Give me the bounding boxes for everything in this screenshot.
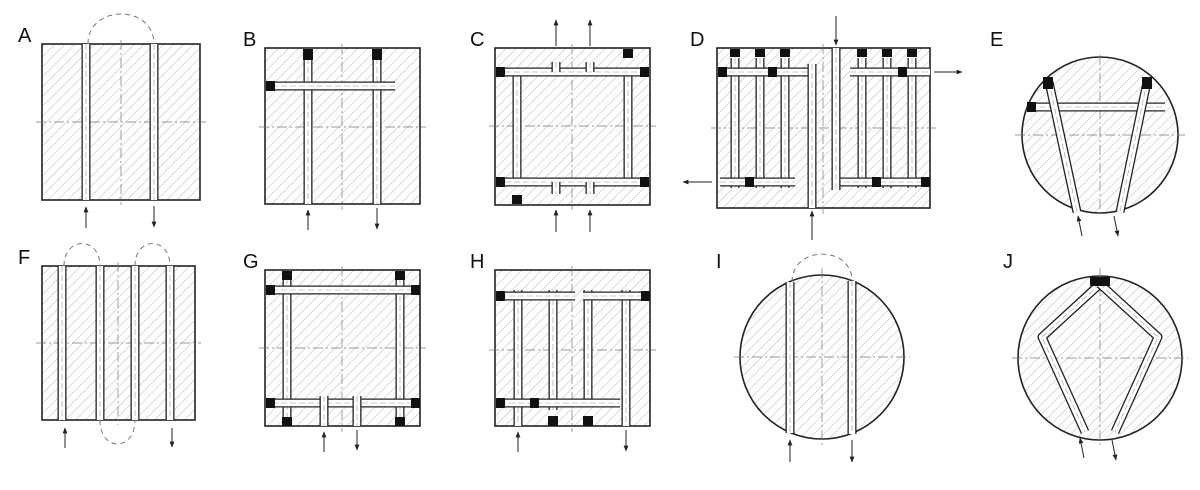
plug	[303, 49, 313, 60]
flow-arrow	[1076, 215, 1083, 237]
plug	[530, 398, 539, 408]
panel-label-d: D	[690, 29, 704, 51]
plug	[395, 417, 405, 426]
panel-label-j: J	[1003, 251, 1013, 273]
plug	[282, 271, 292, 280]
plug	[745, 177, 754, 187]
plug	[395, 271, 405, 280]
panel-label-i: I	[716, 251, 722, 273]
plug	[718, 67, 727, 77]
plug	[266, 81, 275, 91]
channel-centerline	[1119, 81, 1148, 213]
plug	[921, 177, 930, 187]
flow-arrow	[1111, 439, 1118, 461]
plug	[496, 67, 505, 77]
plug	[411, 285, 420, 295]
plug	[411, 398, 420, 408]
channel-centerline	[1041, 283, 1101, 433]
channel-centerline	[1048, 81, 1078, 213]
plug	[548, 416, 558, 426]
plug	[898, 67, 907, 77]
panel-label-h: H	[470, 251, 484, 273]
panel-label-g: G	[243, 251, 259, 273]
flow-arrow	[1113, 215, 1120, 237]
plug	[496, 398, 505, 408]
panel-label-b: B	[243, 29, 256, 51]
plug	[1090, 277, 1110, 286]
panel-label-a: A	[18, 25, 32, 47]
external-connection	[87, 13, 155, 45]
flow-arrow	[1078, 437, 1085, 459]
panel-label-c: C	[470, 29, 484, 51]
plug	[266, 285, 275, 295]
plug	[768, 67, 777, 77]
external-connection	[791, 253, 853, 283]
external-connection	[134, 243, 171, 267]
plug	[755, 49, 765, 57]
plug	[282, 417, 292, 426]
plug	[730, 49, 740, 57]
plug	[496, 291, 505, 301]
channel-centerline	[1099, 283, 1159, 433]
plug	[872, 177, 881, 187]
plug	[1142, 77, 1152, 89]
plug	[583, 416, 593, 426]
plug	[640, 177, 649, 187]
plug	[512, 195, 522, 204]
plug	[907, 49, 917, 57]
plug	[372, 49, 382, 60]
external-connection	[63, 243, 101, 267]
plug	[857, 49, 867, 57]
plug	[882, 49, 892, 57]
plug	[780, 49, 790, 57]
external-connection	[99, 419, 136, 445]
mold-block	[264, 47, 421, 205]
plug	[641, 291, 650, 301]
plug	[266, 398, 275, 408]
panel-label-e: E	[990, 29, 1003, 51]
panel-label-f: F	[18, 247, 30, 269]
plug	[623, 49, 633, 58]
plug	[496, 177, 505, 187]
plug	[1027, 102, 1036, 112]
plug	[640, 67, 649, 77]
plug	[1043, 77, 1053, 89]
